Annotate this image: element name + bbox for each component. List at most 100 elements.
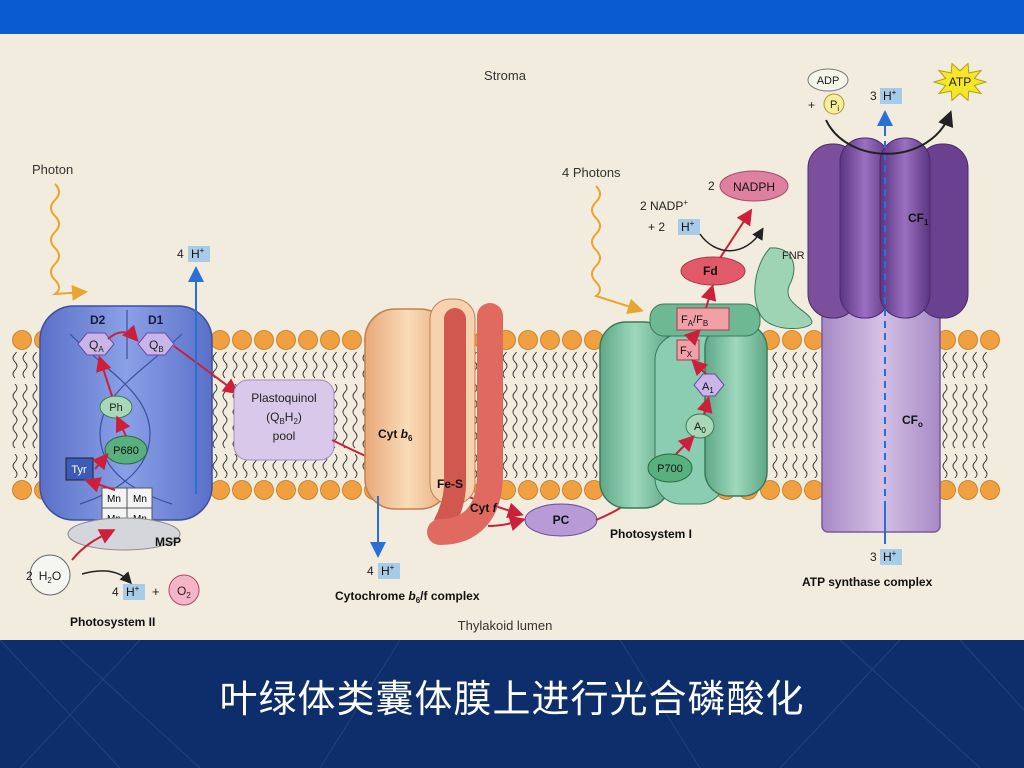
mn-1: Mn xyxy=(107,494,121,505)
lipid-head xyxy=(12,480,32,500)
svg-text:O2: O2 xyxy=(177,584,191,600)
qa-sub: A xyxy=(98,345,104,354)
adp-label: ADP xyxy=(817,75,840,87)
atp-bottom-proton-label: 3 xyxy=(870,550,877,564)
fnr-subunit xyxy=(754,247,813,330)
photosystem-i: P700 A0 A1 FX FA/FB Fd FNR Photosystem I xyxy=(599,208,813,541)
p700-node xyxy=(647,453,693,483)
pq-line1: Plastoquinol xyxy=(251,391,316,405)
svg-text:QB: QB xyxy=(149,338,164,354)
cyt-title: Cytochrome b6/f complex xyxy=(335,589,480,605)
p700-label: P700 xyxy=(657,463,683,475)
atp-top-proton-label: 3 xyxy=(870,89,877,103)
caption-band: 叶绿体类囊体膜上进行光合磷酸化 xyxy=(0,640,1024,768)
lipid-head xyxy=(210,480,230,500)
qb-label: Q xyxy=(149,338,158,352)
nadp-line2: + 2 xyxy=(648,220,665,234)
psii-proton-h-box xyxy=(188,246,210,262)
top-bar xyxy=(0,0,1024,34)
lipid-head xyxy=(276,330,296,350)
adp-node xyxy=(807,68,849,92)
svg-text:H+: H+ xyxy=(681,219,695,234)
svg-text:H+: H+ xyxy=(883,88,897,103)
lipid-head xyxy=(540,480,560,500)
atp-top-h-box xyxy=(880,88,902,104)
lipid-head xyxy=(210,330,230,350)
lipid-head xyxy=(518,330,538,350)
svg-text:FX: FX xyxy=(680,345,693,359)
fd-label: Fd xyxy=(703,264,718,278)
lipid-head xyxy=(562,330,582,350)
pc-label: PC xyxy=(553,513,570,527)
qb-sub: B xyxy=(158,345,163,354)
svg-text:QA: QA xyxy=(89,338,104,354)
qb-hexagon xyxy=(137,332,175,356)
lipid-head xyxy=(254,330,274,350)
caption-decoration xyxy=(0,640,1024,768)
lipid-head xyxy=(12,330,32,350)
thylakoid-diagram: Stroma Thylakoid lumen D2 D1 QA QB Ph P6… xyxy=(0,34,1024,640)
d1-label: D1 xyxy=(148,313,164,327)
water-molecule xyxy=(29,554,71,596)
lipid-head xyxy=(804,330,824,350)
svg-text:H+: H+ xyxy=(381,563,395,578)
cf1-label: CF1 xyxy=(908,211,929,227)
svg-text:A0: A0 xyxy=(694,421,706,435)
fe-s-subunit xyxy=(434,308,466,533)
a0-node xyxy=(685,413,715,439)
fe-s-label: Fe-S xyxy=(437,477,463,491)
lipid-head xyxy=(760,480,780,500)
atp-label: ATP xyxy=(949,75,971,89)
svg-text:H+: H+ xyxy=(191,246,205,261)
fafb-label: F xyxy=(681,314,688,326)
psi-right-lobe xyxy=(704,323,768,497)
atp-synthesis-arrow xyxy=(825,110,954,155)
mn-2: Mn xyxy=(133,494,147,505)
p680-label: P680 xyxy=(113,445,139,457)
lipid-head xyxy=(320,480,340,500)
oxygen-molecule xyxy=(168,574,200,606)
atp-burst xyxy=(932,62,988,102)
nadph-node xyxy=(719,170,789,202)
pq-line3: pool xyxy=(273,429,296,443)
lipid-head xyxy=(562,480,582,500)
cfo-label: CFo xyxy=(902,413,923,429)
svg-text:FA/FB: FA/FB xyxy=(681,314,708,328)
atp-title: ATP synthase complex xyxy=(802,575,933,589)
fafb-box xyxy=(676,307,730,331)
tyr-label: Tyr xyxy=(71,464,87,476)
psi-title: Photosystem I xyxy=(610,527,692,541)
atp-synthase-complex: CF1 CFo 3 H+ 3 H+ ADP + Pi ATP ATP xyxy=(802,62,988,589)
lipid-head xyxy=(232,330,252,350)
svg-text:H+: H+ xyxy=(126,584,140,599)
photon-wave xyxy=(50,183,88,301)
psii-products-h-box xyxy=(123,584,145,600)
svg-text:H+: H+ xyxy=(883,549,897,564)
lipid-head xyxy=(342,330,362,350)
pq-line2: (QBH2) xyxy=(266,410,302,426)
lipid-head xyxy=(254,480,274,500)
nadp-line1: 2 NADP+ xyxy=(640,198,688,213)
psii-products: 4 xyxy=(112,585,119,599)
nadp-h-box xyxy=(678,219,700,235)
cfo-subunit xyxy=(821,299,941,533)
photon-label: Photon xyxy=(32,162,73,177)
lipid-head xyxy=(958,480,978,500)
cyt-b6-label: Cyt b6 xyxy=(378,427,413,443)
lumen-label: Thylakoid lumen xyxy=(458,618,553,633)
lipid-head xyxy=(320,330,340,350)
msp-subunit xyxy=(67,517,181,551)
a0-label: A xyxy=(694,421,702,433)
lipid-head xyxy=(980,330,1000,350)
cyt-proton-label: 4 xyxy=(367,564,374,578)
lipid-head xyxy=(518,480,538,500)
cyt-f-label: Cyt f xyxy=(470,501,498,515)
psii-title: Photosystem II xyxy=(70,615,155,629)
cf1-lobe-3 xyxy=(879,137,931,319)
svg-text:A1: A1 xyxy=(702,381,714,395)
stroma-label: Stroma xyxy=(484,68,527,83)
pq-box xyxy=(233,379,335,461)
lipid-head xyxy=(298,330,318,350)
